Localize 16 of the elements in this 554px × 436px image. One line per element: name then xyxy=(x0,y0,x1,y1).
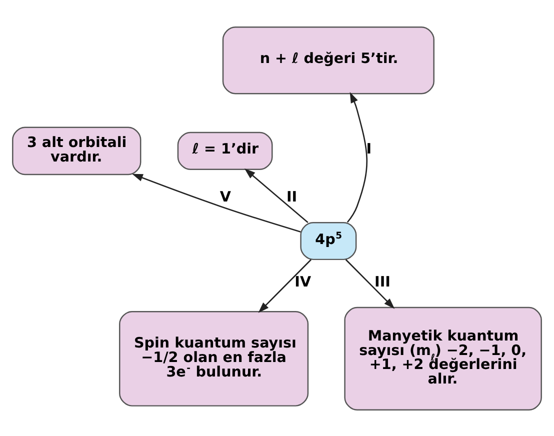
arrow xyxy=(346,91,368,222)
node-box: Manyetik kuantum sayısı (m$_{ℓ}$) −2, −1, 0, +1, +2 değerlerini alır. xyxy=(344,306,542,410)
edge-label: II xyxy=(286,188,298,205)
node-box: Spin kuantum sayısı −1/2 olan en fazla 3e$^{-}$ bulunur. xyxy=(119,310,309,406)
arrow xyxy=(132,173,301,232)
edge-label: IV xyxy=(294,274,312,290)
edge-label: I xyxy=(366,141,372,158)
arrow xyxy=(258,258,312,312)
edge-label: V xyxy=(220,188,232,205)
node-box: 3 alt orbitali vardır. xyxy=(12,126,142,175)
node-box: 4p$^{5}$ xyxy=(300,221,357,260)
edge-label: III xyxy=(374,274,390,290)
node-box: ℓ = 1’dir xyxy=(177,131,273,170)
arrow xyxy=(244,168,308,223)
arrow xyxy=(345,258,395,308)
node-box: n + ℓ değeri 5’tir. xyxy=(222,26,434,94)
